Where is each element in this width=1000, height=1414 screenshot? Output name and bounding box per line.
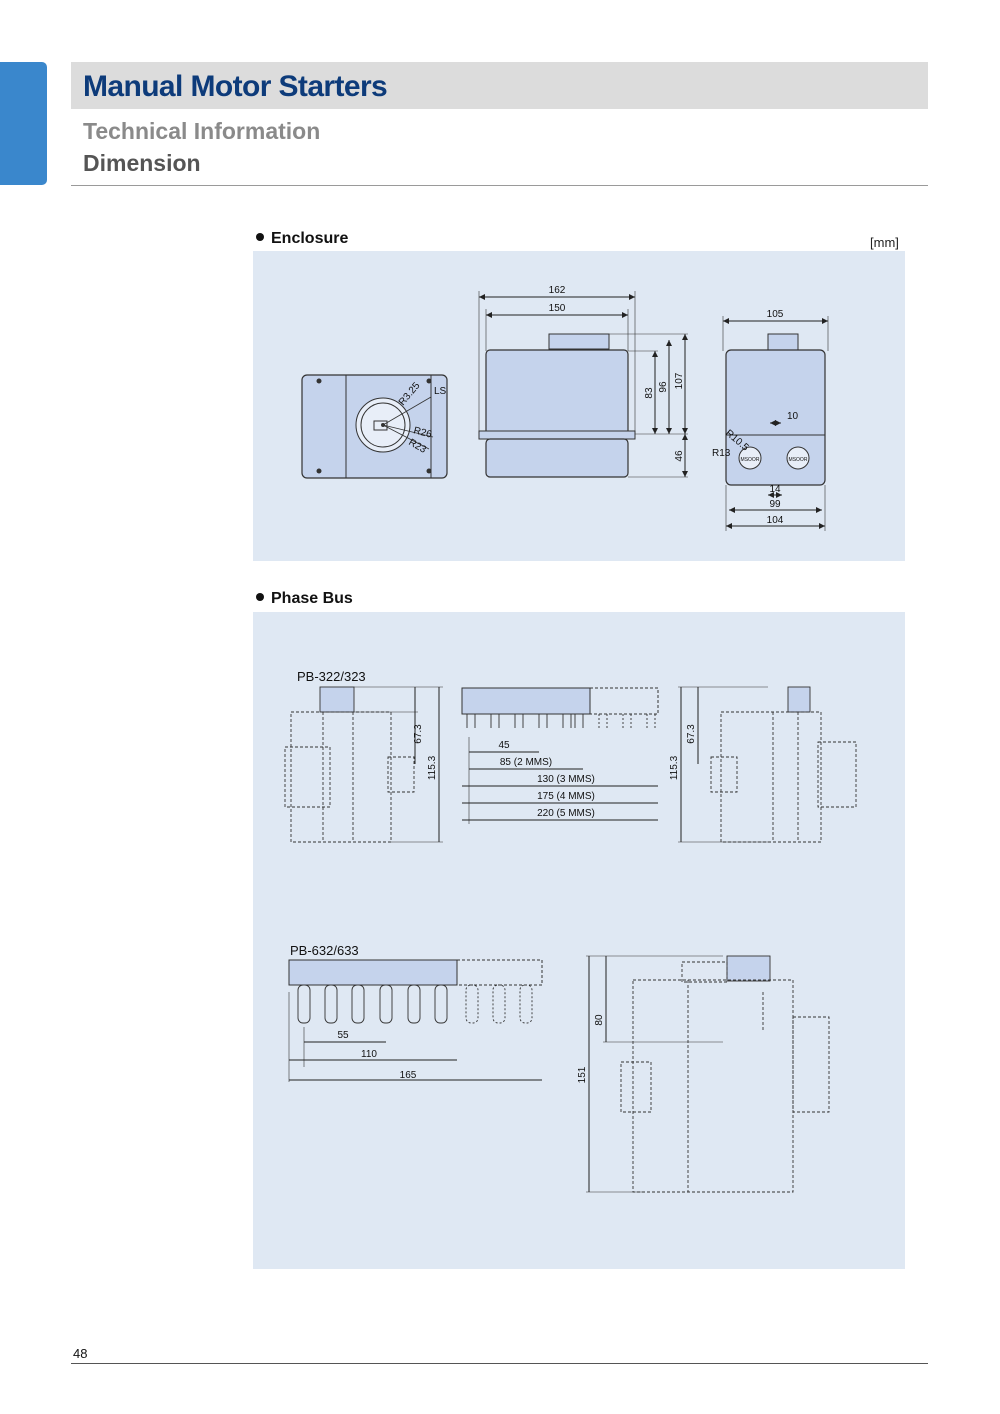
pb-322-dim-85: 85 (2 MMS): [500, 757, 552, 768]
header-divider: [71, 185, 928, 186]
pb-322-dim-1153-left: 115.3: [427, 755, 438, 780]
phase-bus-heading-text: Phase Bus: [271, 590, 353, 607]
side-dim-46: 46: [674, 450, 685, 462]
enclosure-panel: LS R3.25 R26 R23 162 150 83 96: [253, 251, 905, 561]
end-dim-105: 105: [767, 309, 784, 320]
pb-322-label: PB-322/323: [297, 669, 366, 684]
pb-322-dim-130: 130 (3 MMS): [537, 774, 595, 785]
enclosure-side-view: 162 150 83 96 107 46: [478, 285, 688, 478]
footer-divider: [71, 1363, 928, 1364]
end-dim-14: 14: [769, 484, 781, 495]
pb-632-dim-110: 110: [361, 1049, 377, 1060]
pb-322-dim-673-right: 67.3: [686, 724, 697, 744]
bullet-icon: [256, 233, 264, 241]
pb-632-dim-80: 80: [594, 1014, 605, 1026]
pb-322-busbar: [461, 687, 659, 728]
phase-bus-drawing: PB-322/323 67.3 115.3: [284, 669, 857, 1193]
pb-632-busbar: [288, 959, 543, 1024]
side-dim-83: 83: [644, 387, 655, 399]
pb-322-side-view-right: [710, 686, 857, 843]
end-dim-r13: R13: [712, 448, 731, 459]
end-dim-99: 99: [769, 499, 781, 510]
pb-322-dim-175: 175 (4 MMS): [537, 791, 595, 802]
side-dim-150: 150: [549, 303, 566, 314]
pb-322-side-view-left: [284, 686, 415, 843]
enclosure-heading-text: Enclosure: [271, 230, 349, 247]
svg-text:MSOOR: MSOOR: [741, 457, 760, 463]
front-dim-r26: R26: [412, 425, 433, 440]
title-bar: Manual Motor Starters: [71, 62, 928, 109]
pb-322-dim-220: 220 (5 MMS): [537, 808, 595, 819]
pb-322-dim-45: 45: [498, 740, 510, 751]
side-dim-162: 162: [549, 285, 566, 296]
enclosure-heading: Enclosure: [256, 230, 348, 248]
unit-label: [mm]: [870, 235, 899, 250]
side-dim-107: 107: [674, 372, 685, 389]
pb-632-dim-165: 165: [400, 1070, 417, 1081]
phase-bus-panel: PB-322/323 67.3 115.3: [253, 612, 905, 1269]
svg-text:MSOOR: MSOOR: [789, 457, 808, 463]
svg-text:LS: LS: [434, 386, 447, 397]
page-number: 48: [73, 1346, 88, 1361]
end-dim-104: 104: [767, 515, 784, 526]
end-dim-10: 10: [787, 411, 799, 422]
enclosure-front-view: LS R3.25 R26 R23: [301, 374, 448, 479]
pb-632-dim-151: 151: [577, 1066, 588, 1083]
page-subtitle: Technical Information: [83, 118, 321, 144]
side-color-tab: [0, 62, 47, 185]
enclosure-drawing: LS R3.25 R26 R23 162 150 83 96: [301, 285, 829, 531]
pb-322-dim-1153-right: 115.3: [669, 755, 680, 780]
page-title: Manual Motor Starters: [83, 70, 388, 103]
pb-632-side-view: [620, 955, 830, 1193]
side-dim-96: 96: [658, 381, 669, 393]
bullet-icon: [256, 593, 264, 601]
phase-bus-heading: Phase Bus: [256, 590, 353, 608]
pb-632-dim-55: 55: [337, 1030, 349, 1041]
enclosure-end-view: MSOOR MSOOR 105 10 R10.5 R13 14 99 104: [712, 309, 829, 531]
section-title: Dimension: [83, 150, 201, 176]
pb-322-dim-673-left: 67.3: [413, 724, 424, 744]
pb-632-label: PB-632/633: [290, 943, 359, 958]
